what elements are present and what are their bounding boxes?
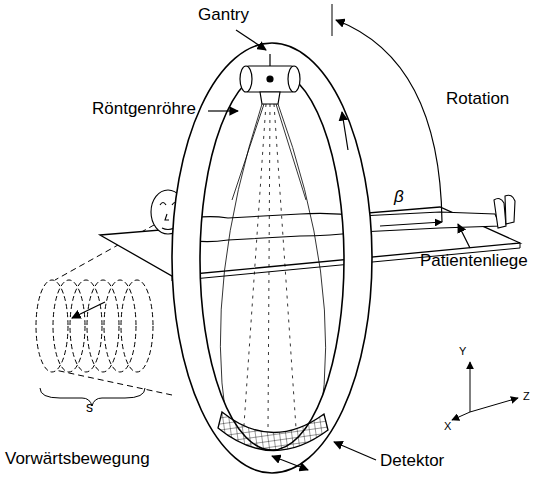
part-label: Patientenliege: [420, 252, 528, 271]
part-label: Röntgenröhre: [92, 100, 196, 119]
ring-direction: [342, 112, 348, 150]
feed-arrow: [72, 302, 105, 318]
helix-turn: [36, 280, 68, 372]
patient: [151, 190, 515, 242]
helix-turn: [87, 280, 119, 372]
helix-turn: [70, 280, 102, 372]
part-label: Vorwärtsbewegung: [5, 450, 150, 469]
part-label: Rotation: [446, 90, 509, 109]
xray-tube: [240, 54, 300, 104]
axis-label: Y: [459, 345, 466, 357]
part-label: Detektor: [380, 452, 444, 471]
leader-arrows: [208, 30, 470, 460]
axis-label: Z: [523, 390, 530, 402]
reference-tick: [332, 4, 333, 36]
span-symbol: s: [86, 400, 93, 415]
part-label: Gantry: [198, 6, 249, 25]
helix-guide: [55, 370, 172, 395]
helix-turn: [121, 280, 153, 372]
xray-fan: [220, 104, 325, 430]
gantry-ring: [172, 43, 372, 473]
helix-turn: [53, 280, 85, 372]
helix-turn: [104, 280, 136, 372]
detector-motion: [272, 456, 308, 470]
angle-symbol: β: [394, 188, 404, 207]
angle-ray: [380, 222, 442, 226]
helix-path: [36, 280, 153, 372]
detector-array: [218, 412, 328, 451]
rotation-arc: [336, 20, 442, 222]
axis-label: X: [444, 420, 451, 432]
axes: [452, 362, 518, 420]
